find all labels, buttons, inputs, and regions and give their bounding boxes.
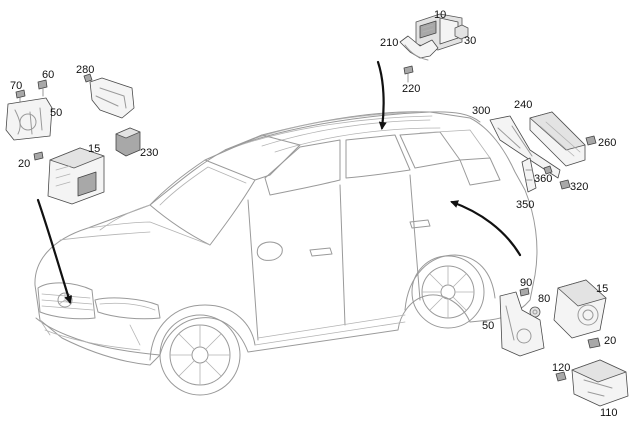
label-part-260: 260 <box>598 137 616 149</box>
part-labels: 10 30 210 220 70 60 280 50 230 15 20 300… <box>10 9 618 419</box>
part-360-screw <box>543 165 553 175</box>
part-120-nut <box>555 371 567 382</box>
connector-arrows <box>36 60 522 304</box>
label-part-360: 360 <box>534 173 552 185</box>
part-230-sensor <box>115 127 141 157</box>
label-part-70: 70 <box>10 80 22 92</box>
label-part-20-front: 20 <box>18 158 30 170</box>
part-60-bolt <box>37 79 48 97</box>
label-part-300: 300 <box>472 105 490 117</box>
label-part-220: 220 <box>402 83 420 95</box>
label-part-240: 240 <box>514 99 532 111</box>
label-part-50-front: 50 <box>50 107 62 119</box>
part-20-connector-front <box>33 151 44 161</box>
arrow-side-parts <box>450 200 522 257</box>
label-part-210: 210 <box>380 37 398 49</box>
arrow-front-parts <box>36 198 73 304</box>
part-15-radar-module-front <box>47 147 105 205</box>
label-part-15-rear: 15 <box>596 283 608 295</box>
label-part-320: 320 <box>570 181 588 193</box>
label-part-20-rear: 20 <box>604 335 616 347</box>
label-part-10: 10 <box>434 9 446 21</box>
part-350-bracket <box>521 157 537 193</box>
part-210-bracket <box>399 35 439 61</box>
part-90-clip <box>519 287 530 297</box>
part-50-bracket-rear <box>499 291 545 357</box>
label-part-80: 80 <box>538 293 550 305</box>
part-50-bracket-front <box>5 97 53 141</box>
part-30-nut <box>454 24 469 40</box>
arrow-rear-parts <box>376 60 387 130</box>
part-300-bracket <box>489 115 561 179</box>
label-part-110: 110 <box>600 407 618 419</box>
label-part-350: 350 <box>516 199 534 211</box>
label-part-15-front: 15 <box>88 143 100 155</box>
label-part-280: 280 <box>76 64 94 76</box>
part-240-module <box>529 111 586 167</box>
label-part-60: 60 <box>42 69 54 81</box>
part-220-bolt <box>403 65 414 83</box>
part-15-radar-module-rear <box>553 279 607 339</box>
vehicle-illustration <box>34 111 538 396</box>
part-20-connector-rear <box>587 337 601 349</box>
part-110-bracket <box>571 359 629 407</box>
label-part-90: 90 <box>520 277 532 289</box>
label-part-230: 230 <box>140 147 158 159</box>
label-part-120: 120 <box>552 362 570 374</box>
part-280-bracket <box>83 73 135 119</box>
part-320-nut <box>559 179 571 190</box>
label-part-50-rear: 50 <box>482 320 494 332</box>
part-260-nut <box>585 135 597 146</box>
label-part-30: 30 <box>464 35 476 47</box>
